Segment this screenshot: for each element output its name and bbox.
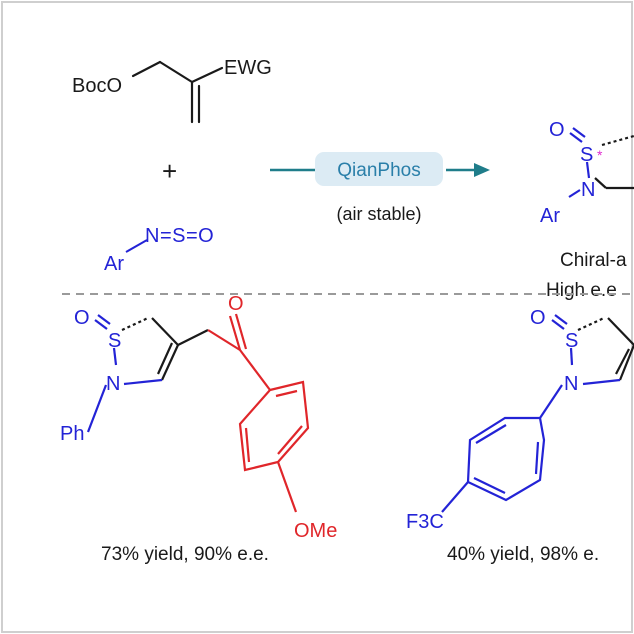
product-s-label: S [580,144,593,166]
example-1-s-label: S [108,330,121,352]
product-ring-blue [568,127,591,198]
example-1-ring-blue [86,314,163,433]
example-2-result: 40% yield, 98% e. [447,544,599,565]
product-ring [594,177,634,190]
reactant-allyl-carbonate [131,60,224,124]
example-1-o-label: O [74,307,90,329]
product-o-label: O [549,119,565,141]
example-1-stereo-bond [121,317,149,331]
ar-label-reactant: Ar [104,253,124,275]
example-2-cf3-label: F3C [406,511,444,533]
example-2-stereo-bond [577,317,605,331]
catalyst-label: QianPhos [337,160,420,181]
n-s-o-label: N=S=O [145,225,214,247]
ewg-label: EWG [224,57,272,79]
product-stereo-bond [601,134,634,147]
product-caption-line1: Chiral-a [560,250,627,271]
example-1-ph-label: Ph [60,423,84,445]
product-n-label: N [581,179,595,201]
example-1-ome-label: OMe [294,520,337,542]
example-1-result: 73% yield, 90% e.e. [101,544,269,565]
product-caption-line2: High e.e [546,280,617,301]
example-1-n-label: N [106,373,120,395]
boc-o-label: BocO [72,75,122,97]
product-ar-label: Ar [540,205,560,227]
example-1-ring-black [151,317,209,381]
example-2-ring-blue [441,314,621,513]
example-1-carbonyl-o-label: O [228,293,244,315]
product-star: * [597,147,603,163]
arrow-head [474,163,490,177]
example-2-n-label: N [564,373,578,395]
ar-n-bond [125,239,148,253]
example-2-o-label: O [530,307,546,329]
example-2-s-label: S [565,330,578,352]
plus-sign: + [162,156,177,186]
catalyst-pill [315,152,443,186]
example-1-aroyl-red [207,313,310,513]
condition-label: (air stable) [336,204,421,224]
example-2-ring-black [607,317,634,381]
